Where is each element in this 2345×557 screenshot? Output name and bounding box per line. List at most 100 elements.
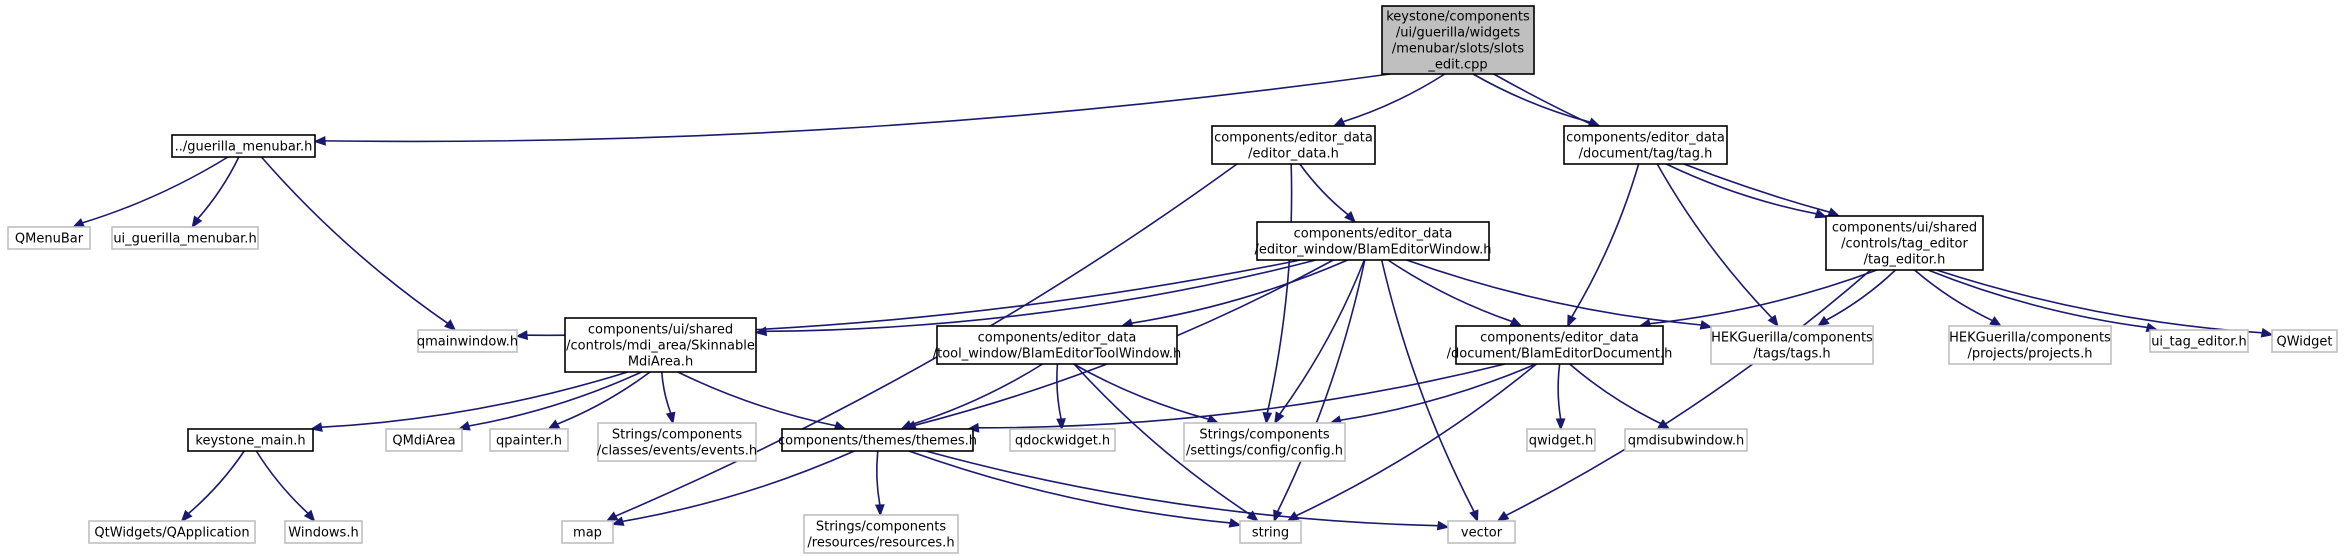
edge-arrowhead	[1827, 207, 1841, 217]
edge-blam-editor-window-to-hek-tags	[1406, 259, 1713, 330]
node-label-line: Strings/components	[612, 428, 742, 443]
node-vector: vector	[1447, 520, 1516, 544]
node-label-line: qmainwindow.h	[417, 335, 518, 350]
edge-arrowhead	[309, 422, 323, 432]
node-box	[7, 226, 91, 250]
edge-line	[1299, 163, 1349, 216]
node-label-line: qdockwidget.h	[1015, 434, 1110, 449]
node-box	[1825, 215, 1984, 271]
node-box	[1009, 428, 1116, 452]
edge-line	[1665, 163, 1817, 215]
node-skinnable-mdi[interactable]: components/ui/shared/controls/mdi_area/S…	[564, 317, 757, 373]
nodes-layer: keystone/components/ui/guerilla/widgets/…	[7, 5, 2338, 554]
edge-line	[1571, 163, 1640, 318]
edge-arrowhead	[899, 420, 914, 430]
edge-guerilla-menubar-to-ui-guerilla-menubar	[191, 156, 240, 229]
edge-blam-editor-window-to-config	[1274, 259, 1366, 425]
edges-layer	[71, 73, 2274, 531]
node-box	[88, 520, 256, 544]
edge-line	[677, 371, 836, 427]
node-label-line: keystone_main.h	[195, 434, 305, 449]
edge-line	[197, 156, 240, 220]
edge-line	[661, 371, 672, 414]
node-keystone-main[interactable]: keystone_main.h	[187, 428, 314, 452]
node-tag-editor[interactable]: components/ui/shared/controls/tag_editor…	[1825, 215, 1984, 271]
edge-tag-h-to-hek-tags	[1656, 163, 1779, 328]
node-label-line: Strings/components	[816, 520, 946, 535]
node-editor-data[interactable]: components/editor_data/editor_data.h	[1211, 125, 1376, 165]
node-label-line: /document/tag/tag.h	[1579, 147, 1713, 162]
edge-blam-editor-window-to-string	[1273, 259, 1366, 523]
edge-line	[1656, 163, 1773, 319]
edge-line	[1131, 259, 1349, 324]
edge-arrowhead	[515, 330, 529, 341]
edge-line	[1557, 363, 1562, 420]
node-label-line: /editor_data.h	[1248, 147, 1339, 162]
node-label-line: map	[573, 526, 602, 541]
edge-editor-data-to-blam-editor-window	[1299, 163, 1357, 224]
node-label-line: qwidget.h	[1529, 434, 1593, 449]
edge-line	[468, 371, 642, 427]
node-qmainwindow: qmainwindow.h	[417, 329, 518, 353]
node-qwidget-cls: QWidget	[2271, 329, 2338, 353]
node-box	[781, 428, 974, 452]
edge-tag-editor-to-vector	[1496, 269, 1872, 522]
node-label-line: ui_tag_editor.h	[2151, 335, 2247, 350]
node-box	[561, 520, 614, 544]
edge-arrowhead	[1246, 510, 1259, 523]
edge-themes-to-map	[611, 450, 855, 526]
edge-arrowhead	[313, 135, 326, 146]
edge-line	[1505, 269, 1872, 517]
node-blam-editor-window[interactable]: components/editor_data/editor_window/Bla…	[1255, 221, 1492, 261]
node-label-line: /controls/mdi_area/Skinnable	[566, 339, 755, 354]
edge-guerilla-menubar-to-qmenubar	[71, 156, 229, 228]
node-themes[interactable]: components/themes/themes.h	[778, 428, 977, 452]
node-box	[1256, 221, 1490, 261]
edge-arrowhead	[1816, 315, 1830, 327]
node-box	[1455, 325, 1664, 365]
edge-skinnable-mdi-to-qmdiarea	[457, 371, 642, 431]
node-label-line: QWidget	[2276, 335, 2332, 350]
node-label-line: /settings/config/config.h	[1186, 444, 1343, 459]
edge-tool-window-to-themes	[899, 363, 1044, 430]
edge-line	[1936, 269, 2263, 334]
edge-line	[1387, 259, 1513, 323]
node-label-line: components/editor_data	[978, 331, 1137, 346]
edge-line	[908, 450, 1231, 524]
node-box	[564, 317, 757, 373]
edge-line	[978, 363, 1506, 429]
edge-line	[324, 73, 1391, 143]
edge-line	[1340, 363, 1537, 422]
edge-arrowhead	[1699, 320, 1713, 330]
edge-arrowhead	[754, 326, 768, 337]
edge-arrowhead	[1767, 314, 1779, 328]
node-label-line: /classes/events/events.h	[597, 444, 757, 459]
edge-arrowhead	[457, 421, 471, 431]
edge-line	[910, 363, 1044, 426]
node-box	[1211, 125, 1376, 165]
node-box	[284, 520, 363, 544]
node-label-line: QtWidgets/QApplication	[94, 526, 249, 541]
node-tag-h[interactable]: components/editor_data/document/tag/tag.…	[1563, 125, 1728, 165]
edge-line	[1927, 269, 2148, 329]
edge-root-to-tag-h	[1472, 73, 1601, 127]
node-ui-guerilla-menubar: ui_guerilla_menubar.h	[111, 226, 259, 250]
node-box	[1447, 520, 1516, 544]
node-label-line: /ui/guerilla/widgets	[1396, 26, 1520, 41]
node-label-line: components/ui/shared	[588, 323, 733, 338]
node-label-line: HEKGuerilla/components	[1711, 331, 1873, 346]
edge-skinnable-mdi-to-events	[661, 371, 676, 425]
edge-arrowhead	[180, 509, 193, 523]
node-blam-editor-document[interactable]: components/editor_data/document/BlamEdit…	[1447, 325, 1673, 365]
node-qmdisubwindow: qmdisubwindow.h	[1624, 428, 1748, 452]
node-guerilla-menubar[interactable]: ../guerilla_menubar.h	[171, 134, 316, 158]
node-label-line: qpainter.h	[496, 434, 562, 449]
edge-line	[925, 450, 1439, 527]
edge-line	[875, 450, 881, 506]
node-tool-window[interactable]: components/editor_data/tool_window/BlamE…	[933, 325, 1182, 365]
edge-arrowhead	[665, 411, 676, 425]
edge-line	[1073, 363, 1209, 420]
edge-arrowhead	[1436, 520, 1450, 531]
node-root[interactable]: keystone/components/ui/guerilla/widgets/…	[1381, 5, 1535, 75]
edge-arrowhead	[1567, 314, 1577, 328]
